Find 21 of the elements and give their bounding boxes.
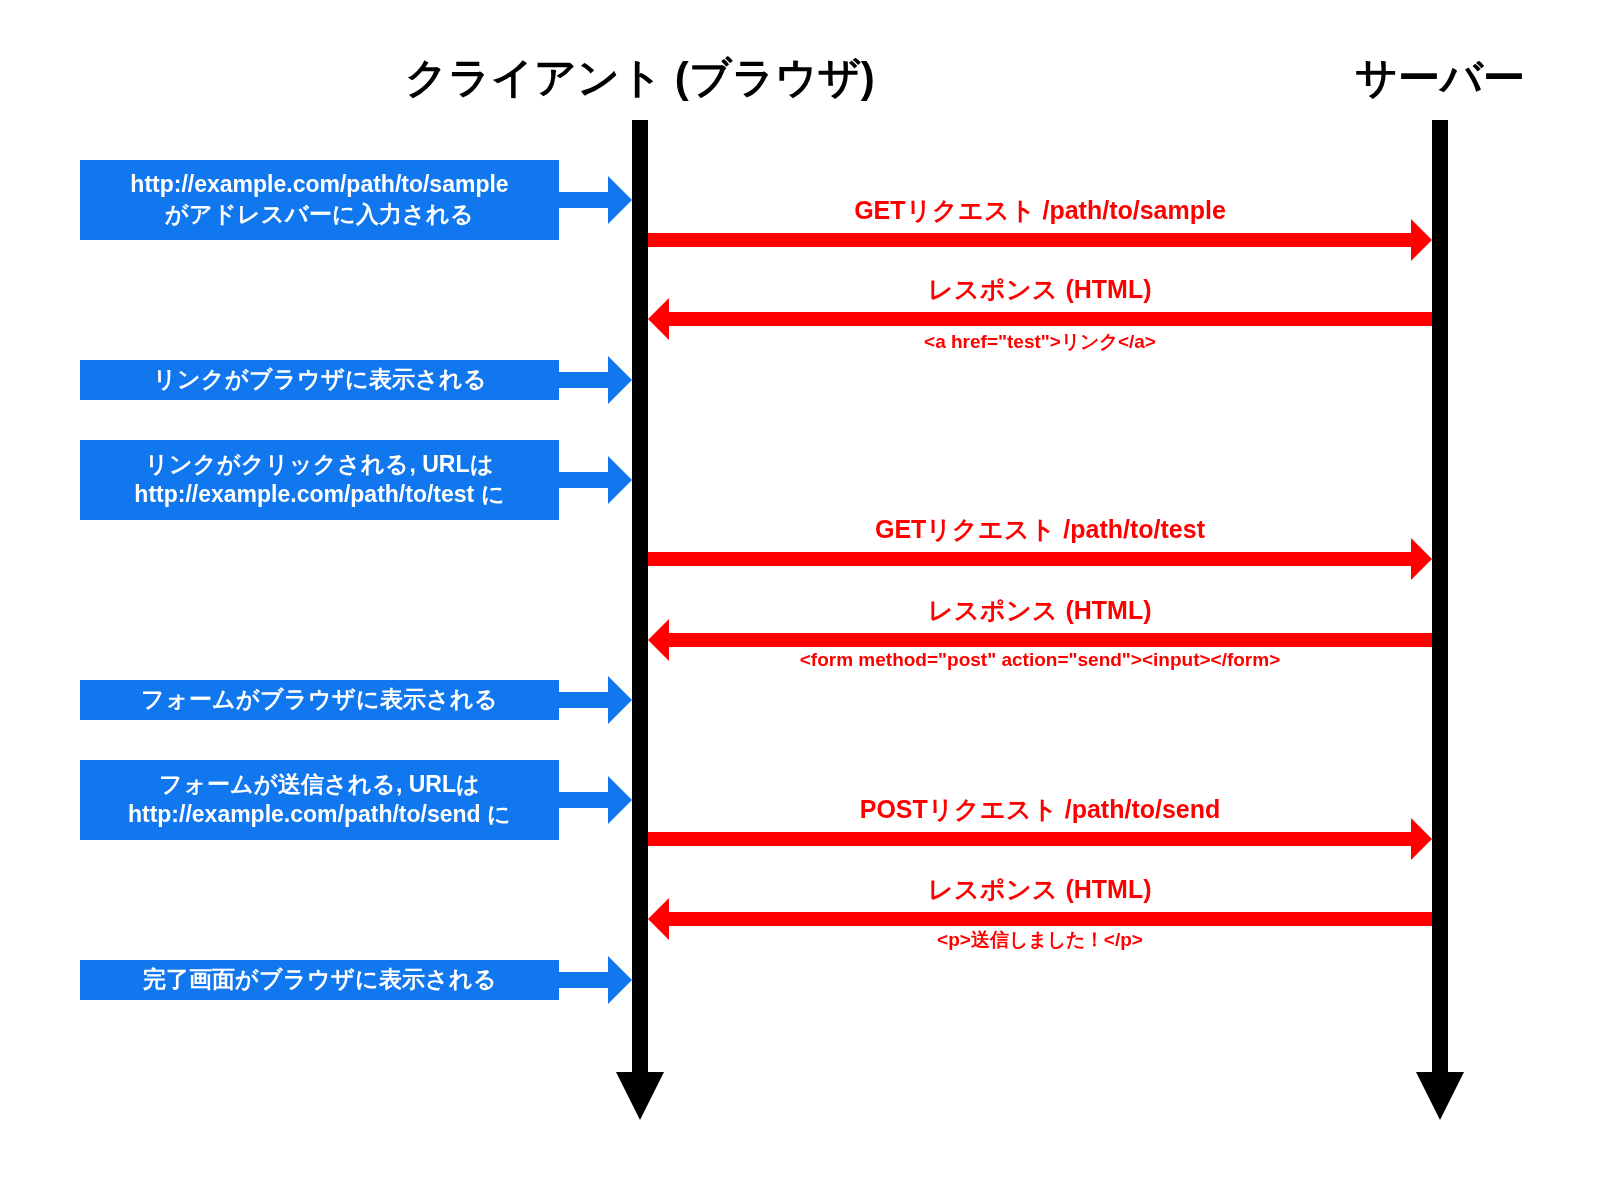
arrow bbox=[559, 456, 632, 504]
lifeline-heading: サーバー bbox=[1355, 53, 1525, 103]
arrow bbox=[648, 298, 1432, 340]
response-body-text: <p>送信しました！</p> bbox=[934, 927, 1146, 953]
event-box: 完了画面がブラウザに表示される bbox=[80, 960, 559, 1000]
arrow bbox=[559, 356, 632, 404]
arrow bbox=[559, 676, 632, 724]
arrow bbox=[559, 956, 632, 1004]
event-box: リンクがブラウザに表示される bbox=[80, 360, 559, 400]
arrow bbox=[648, 538, 1432, 580]
event-box: http://example.com/path/to/sample がアドレスバーに入力される bbox=[80, 160, 559, 240]
arrow bbox=[648, 219, 1432, 261]
event-box: リンクがクリックされる, URLは http://example.com/path/to/test に bbox=[80, 440, 559, 520]
lifeline-heading: クライアント (ブラウザ) bbox=[405, 53, 875, 103]
event-box: フォームが送信される, URLは http://example.com/path/to/send に bbox=[80, 760, 559, 840]
arrow bbox=[648, 898, 1432, 940]
arrow bbox=[559, 776, 632, 824]
event-box: フォームがブラウザに表示される bbox=[80, 680, 559, 720]
arrow bbox=[559, 176, 632, 224]
arrow bbox=[648, 619, 1432, 661]
arrow bbox=[648, 818, 1432, 860]
